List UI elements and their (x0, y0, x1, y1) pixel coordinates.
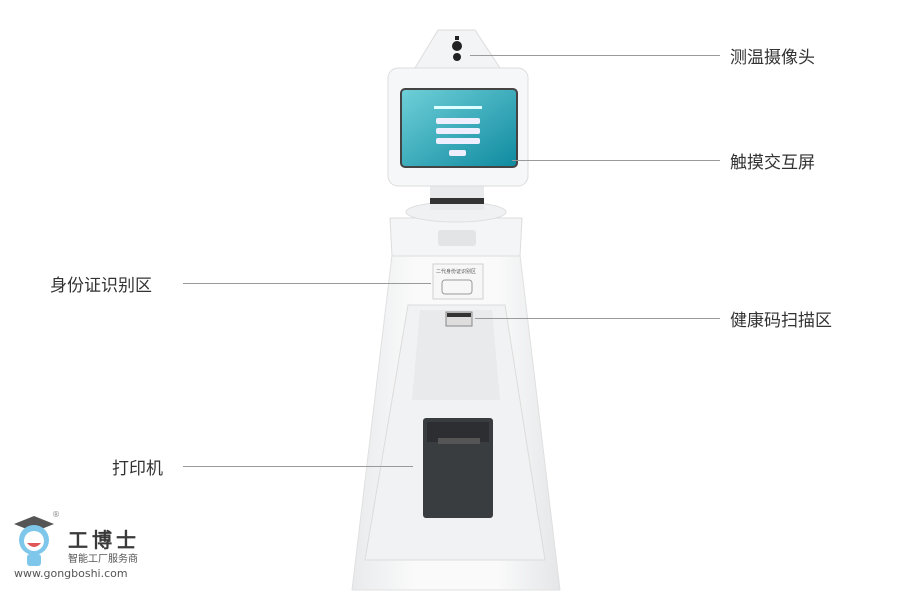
printer-label: 打印机 (112, 459, 163, 479)
camera-label: 测温摄像头 (730, 48, 815, 68)
screen-label: 触摸交互屏 (730, 153, 815, 173)
id-leader-line (183, 283, 431, 284)
id-card-reader (432, 263, 484, 300)
camera-icon (452, 41, 462, 51)
health-code-leader-line (475, 318, 720, 319)
logo-name: 工博士 (68, 528, 140, 552)
mascot-icon (14, 516, 54, 566)
logo-slogan: 智能工厂服务商 (68, 554, 138, 565)
logo-url: www.gongboshi.com (14, 567, 128, 580)
screen-leader-line (512, 160, 720, 161)
printer-leader-line (183, 466, 413, 467)
id-area-label: 身份证识别区 (50, 276, 152, 296)
brand-logo: ® 工博士 智能工厂服务商 www.gongboshi.com (8, 510, 148, 585)
id-panel-label: 二代身份证识别区 (436, 269, 477, 275)
health-code-label: 健康码扫描区 (730, 311, 832, 331)
camera-leader-line (470, 55, 720, 56)
